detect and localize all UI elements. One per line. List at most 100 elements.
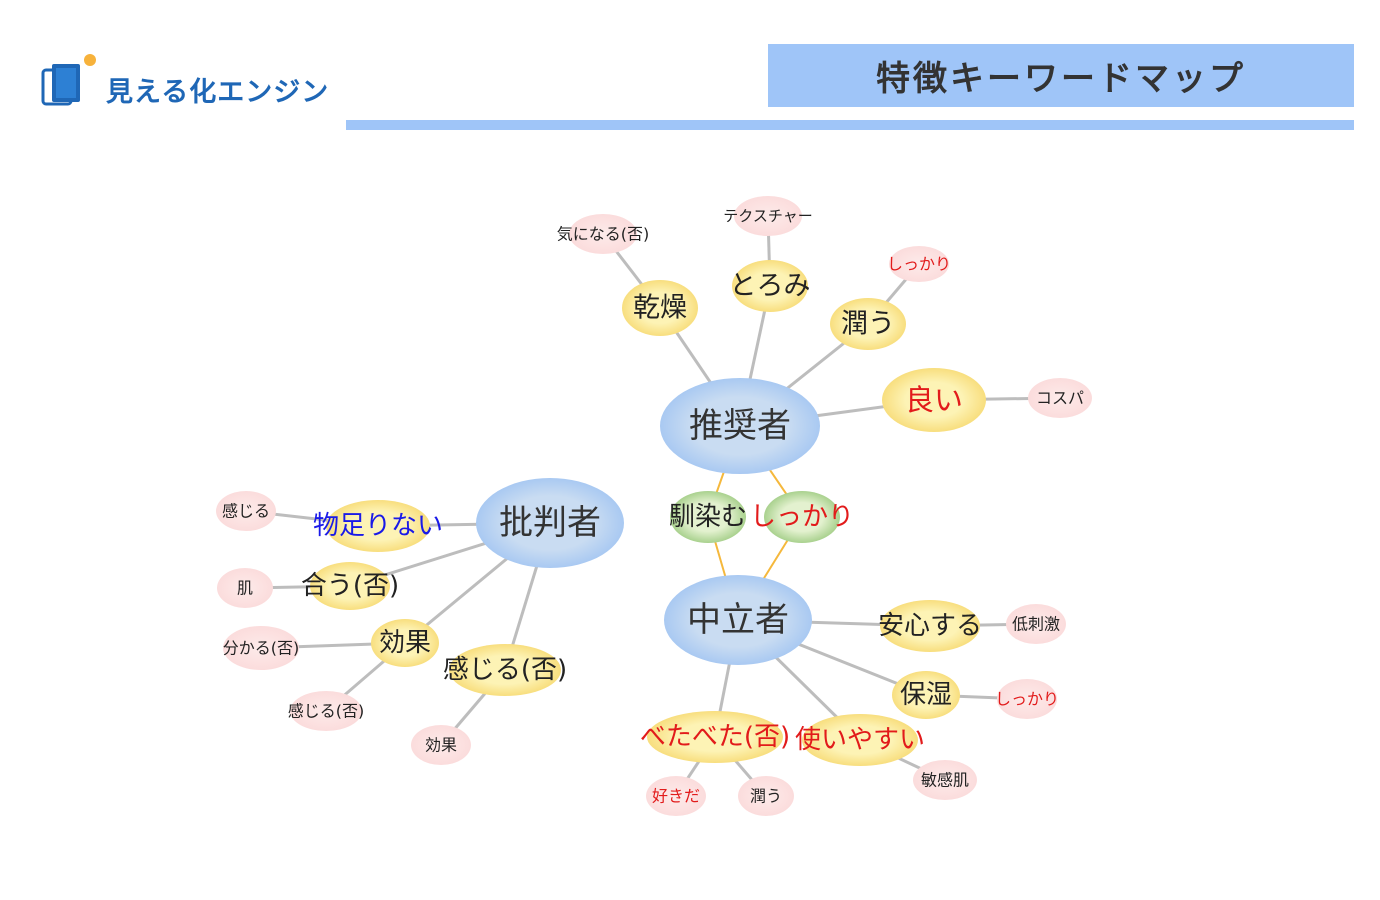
leaf-bubble xyxy=(290,691,362,731)
keyword-node-yoi: 良い xyxy=(882,368,986,432)
leaf-node-koka_l1: 分かる(否) xyxy=(223,626,300,670)
keyword-label: 合う(否) xyxy=(301,571,399,601)
leaf-node-betabeta_l2: 潤う xyxy=(738,776,794,816)
logo: 見える化エンジン xyxy=(38,52,329,114)
leaf-node-kanso_l1: 気になる(否) xyxy=(557,214,650,254)
leaf-label: 肌 xyxy=(237,579,253,598)
leaf-bubble xyxy=(223,626,299,670)
keyword-node-tsukaiyasui: 使いやすい xyxy=(795,714,925,766)
shared-keyword-label: 馴染む xyxy=(669,502,747,532)
keyword-node-monotarinai: 物足りない xyxy=(313,500,443,552)
keyword-node-hoshitsu: 保湿 xyxy=(892,671,960,719)
leaf-bubble xyxy=(997,679,1057,719)
leaf-bubble xyxy=(217,568,273,608)
leaf-label: 好きだ xyxy=(652,787,700,806)
keyword-bubble xyxy=(371,619,439,667)
keyword-bubble xyxy=(732,260,808,312)
keyword-bubble xyxy=(622,280,698,336)
leaf-bubble xyxy=(216,491,276,531)
leaf-node-hoshitsu_l1: しっかり xyxy=(995,679,1059,719)
page-title: 特徴キーワードマップ xyxy=(876,59,1246,99)
leaf-label: しっかり xyxy=(887,255,951,274)
leaf-node-tsukaiyasui_l1: 敏感肌 xyxy=(913,760,977,800)
shared-keyword-bubble xyxy=(670,491,746,543)
hub-bubble xyxy=(476,478,624,568)
keyword-node-toromi: とろみ xyxy=(730,260,811,312)
hub-label: 推奨者 xyxy=(689,406,791,446)
shared-keyword-node-najimu: 馴染む xyxy=(669,491,747,543)
keyword-label: 感じる(否) xyxy=(443,655,567,685)
leaf-node-monotarinai_l1: 感じる xyxy=(216,491,276,531)
header-divider xyxy=(346,120,1354,130)
keyword-label: 潤う xyxy=(841,309,895,340)
keyword-bubble xyxy=(310,562,390,610)
leaf-bubble xyxy=(734,196,802,236)
keyword-bubble xyxy=(802,714,918,766)
shared-keyword-bubble xyxy=(764,491,840,543)
leaf-label: コスパ xyxy=(1036,389,1084,408)
keyword-bubble xyxy=(326,500,430,552)
leaf-label: 分かる(否) xyxy=(223,639,300,658)
hub-node-suisho: 推奨者 xyxy=(660,378,820,474)
leaf-node-anshin_l1: 低刺激 xyxy=(1006,604,1066,644)
hub-label: 中立者 xyxy=(687,600,789,640)
keyword-label: とろみ xyxy=(730,271,811,302)
keyword-label: 物足りない xyxy=(313,511,443,541)
keyword-label: 保湿 xyxy=(900,680,952,710)
leaf-label: 潤う xyxy=(750,787,782,806)
keyword-node-au: 合う(否) xyxy=(301,562,399,610)
title-banner: 特徴キーワードマップ xyxy=(768,44,1354,107)
leaf-bubble xyxy=(569,214,637,254)
leaf-label: しっかり xyxy=(995,690,1059,709)
shared-keyword-node-shikkari_shared: しっかり xyxy=(750,491,854,543)
keyword-node-kanso: 乾燥 xyxy=(622,280,698,336)
leaf-label: 敏感肌 xyxy=(921,771,969,790)
leaf-bubble xyxy=(889,246,949,282)
logo-mark-icon xyxy=(41,54,96,106)
keyword-label: 良い xyxy=(905,383,963,417)
hub-node-churitsu: 中立者 xyxy=(664,575,812,665)
keyword-label: べたべた(否) xyxy=(640,722,790,752)
keyword-label: 使いやすい xyxy=(795,725,925,755)
leaf-node-betabeta_l1: 好きだ xyxy=(646,776,706,816)
hub-node-hihan: 批判者 xyxy=(476,478,624,568)
keyword-bubble xyxy=(449,644,561,696)
logo-text: 見える化エンジン xyxy=(106,76,330,108)
keyword-bubble xyxy=(647,711,783,763)
leaf-label: 効果 xyxy=(425,736,457,755)
keyword-bubble xyxy=(880,600,980,652)
leaf-bubble xyxy=(913,760,977,800)
hub-label: 批判者 xyxy=(499,503,601,543)
keyword-node-koka: 効果 xyxy=(371,619,439,667)
keyword-bubble xyxy=(830,298,906,350)
leaf-bubble xyxy=(1006,604,1066,644)
keyword-node-uruou: 潤う xyxy=(830,298,906,350)
leaf-bubble xyxy=(646,776,706,816)
shared-keyword-label: しっかり xyxy=(750,502,854,532)
keyword-label: 乾燥 xyxy=(633,293,687,324)
leaf-label: 低刺激 xyxy=(1012,615,1060,634)
leaf-node-kanjiru_l1: 効果 xyxy=(411,725,471,765)
leaf-bubble xyxy=(738,776,794,816)
keyword-node-kanjiru: 感じる(否) xyxy=(443,644,567,696)
keyword-bubble xyxy=(892,671,960,719)
leaf-label: 感じる(否) xyxy=(288,702,365,721)
leaf-bubble xyxy=(411,725,471,765)
leaf-node-koka_l2: 感じる(否) xyxy=(288,691,365,731)
leaf-node-toromi_l1: テクスチャー xyxy=(723,196,813,236)
keyword-node-betabeta: べたべた(否) xyxy=(640,711,790,763)
leaf-label: 感じる xyxy=(222,502,270,521)
leaf-label: 気になる(否) xyxy=(557,225,650,244)
leaf-node-au_l1: 肌 xyxy=(217,568,273,608)
keyword-node-anshin: 安心する xyxy=(878,600,982,652)
keyword-bubble xyxy=(882,368,986,432)
keyword-label: 効果 xyxy=(379,628,431,658)
leaf-bubble xyxy=(1028,378,1092,418)
leaf-label: テクスチャー xyxy=(723,207,812,225)
keyword-label: 安心する xyxy=(878,611,982,641)
hub-bubble xyxy=(660,378,820,474)
hub-bubble xyxy=(664,575,812,665)
leaf-node-yoi_l1: コスパ xyxy=(1028,378,1092,418)
leaf-node-uruou_l1: しっかり xyxy=(887,246,951,282)
